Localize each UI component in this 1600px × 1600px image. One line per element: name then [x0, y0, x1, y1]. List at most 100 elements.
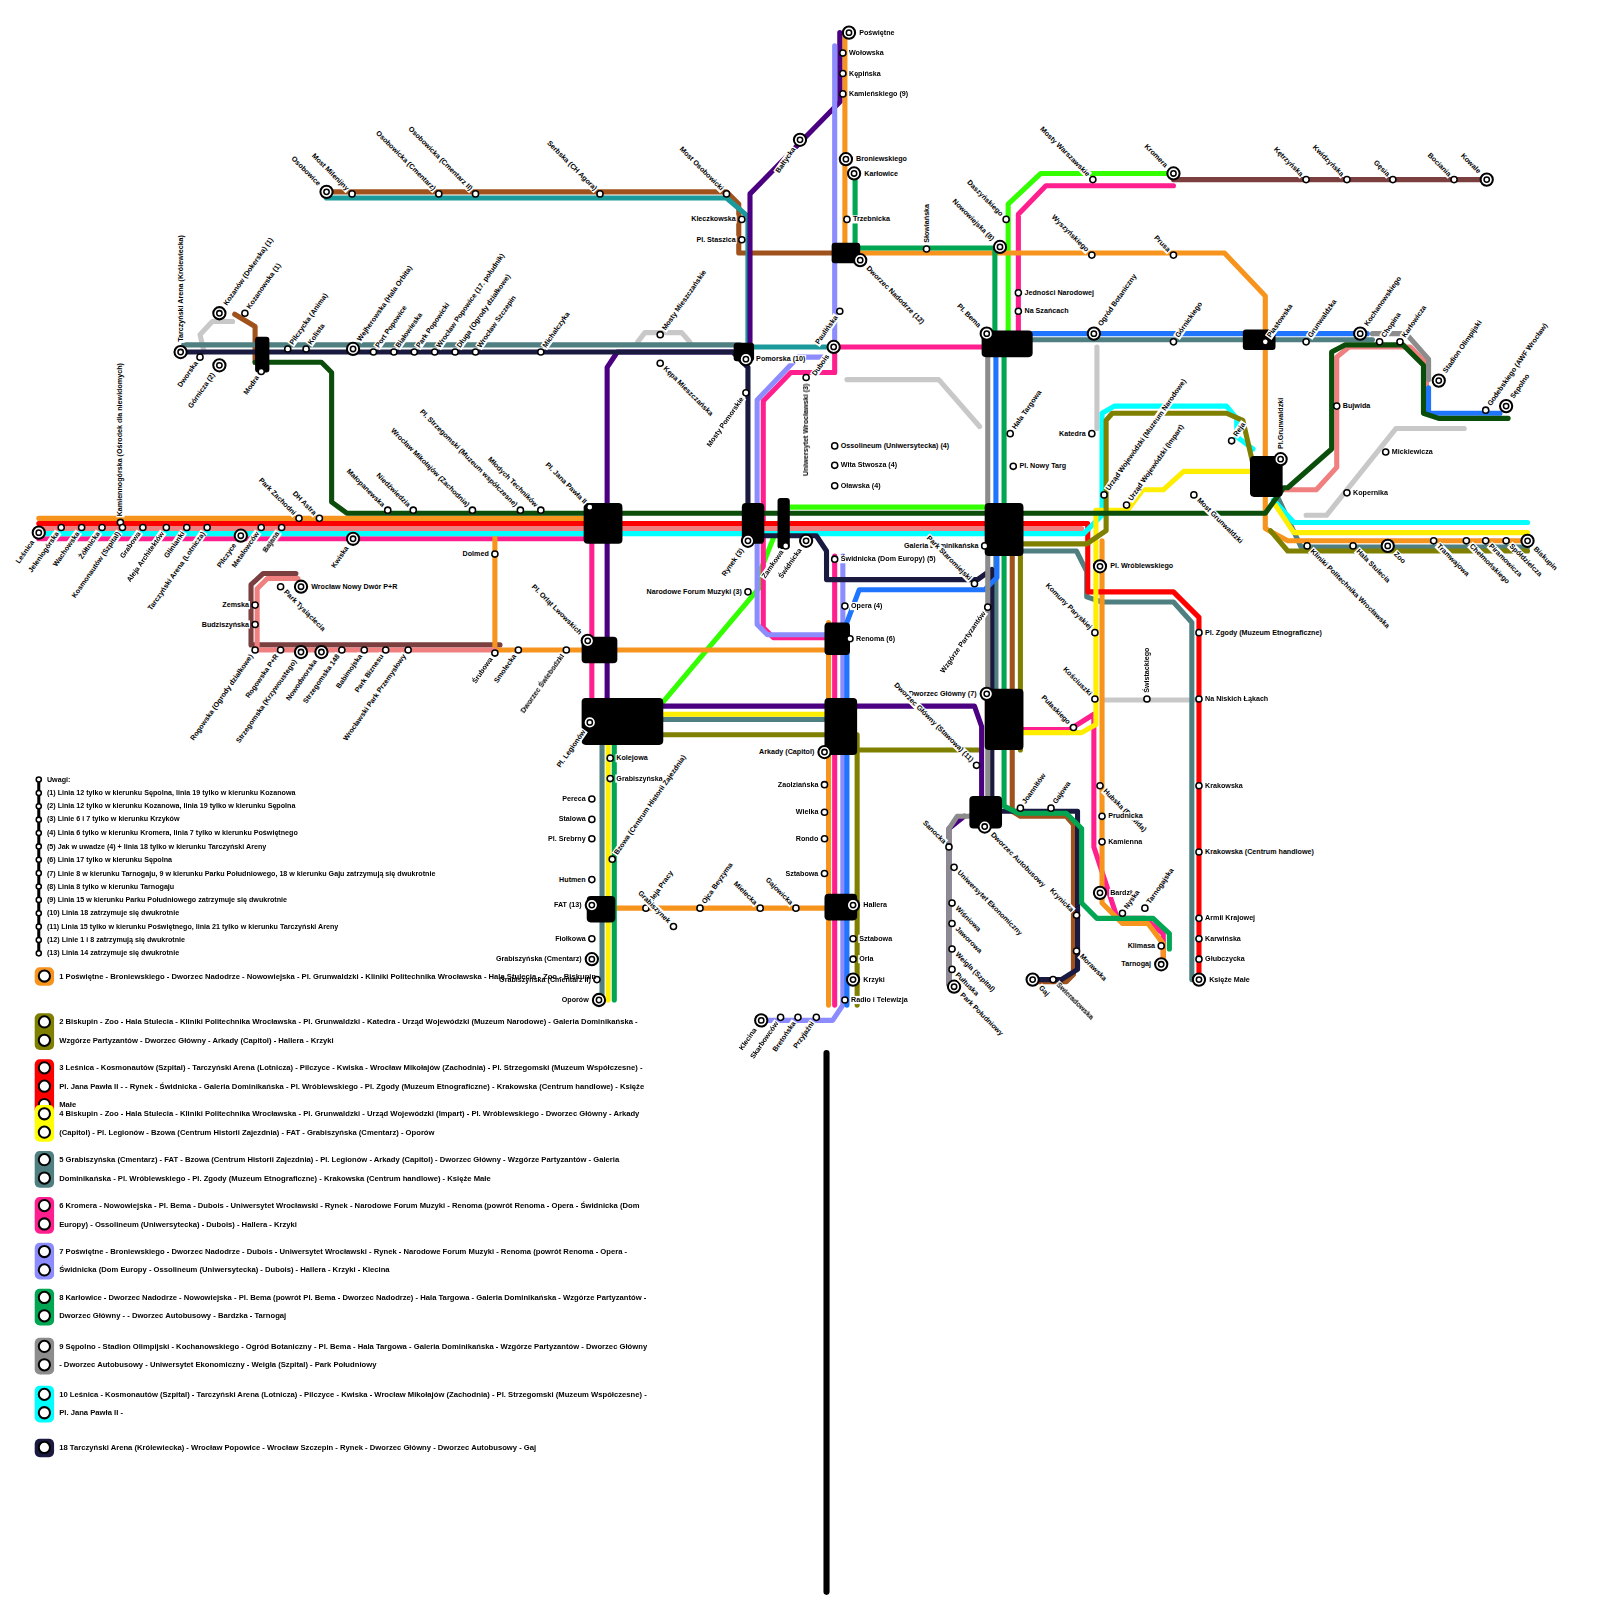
- stop-circle: [973, 762, 979, 768]
- stop-circle: [840, 91, 846, 97]
- stop-circle: [1262, 339, 1268, 345]
- stop-circle: [1073, 948, 1079, 954]
- station-name: Modra: [241, 373, 261, 397]
- stop-circle: [1377, 339, 1383, 345]
- station-name: Karłowice: [863, 169, 899, 177]
- station-name: Bociania: [1425, 151, 1453, 179]
- station-name: Pl.Grunwaldzki: [1277, 397, 1285, 450]
- stop-circle: [410, 507, 416, 513]
- stop-circle: [949, 900, 955, 906]
- stop-circle: [783, 543, 789, 549]
- station-name: Stalowa: [558, 815, 587, 823]
- stop-circle: [979, 820, 991, 832]
- stop-circle: [848, 167, 860, 179]
- stop-circle: [36, 817, 41, 822]
- ring-icon: [38, 1309, 51, 1322]
- stop-circle: [36, 884, 41, 889]
- stop-circle: [828, 341, 840, 353]
- stop-circle: [285, 346, 291, 352]
- station-name: Paulińska: [813, 313, 840, 347]
- stop-circle: [252, 647, 258, 653]
- stop-circle: [589, 796, 595, 802]
- station-name: Poświętne: [858, 29, 895, 37]
- stop-circle: [436, 191, 442, 197]
- stop-circle: [163, 524, 169, 530]
- station-name: Pl. Orląt Lwowskich: [529, 582, 584, 637]
- stop-circle: [843, 157, 848, 162]
- stop-circle: [821, 870, 827, 876]
- station-name: Dolmed: [462, 550, 490, 558]
- station-name: Dworzec Świebodzki: [519, 652, 567, 716]
- station-name: Kromera: [1142, 142, 1170, 170]
- stop-circle: [843, 27, 855, 39]
- stop-circle: [840, 153, 852, 165]
- station-name: Dworzec Główny (7): [908, 690, 978, 698]
- stop-circle: [370, 349, 376, 355]
- station-name: Tarnogaj: [1120, 960, 1152, 968]
- stop-circle: [949, 946, 955, 952]
- stop-circle: [997, 244, 1002, 249]
- stop-circle: [1354, 328, 1366, 340]
- stop-circle: [586, 953, 598, 965]
- station-name: Wołowska: [848, 49, 885, 57]
- legend-swatch: [35, 967, 54, 985]
- tram-line: [39, 347, 1427, 650]
- stop-circle: [985, 604, 991, 610]
- station-name: Głubczycka: [1204, 955, 1246, 963]
- station-name: Mosty Pomorskie: [705, 395, 747, 450]
- stop-circle: [832, 556, 838, 562]
- legend-swatch: [35, 1197, 54, 1234]
- stop-circle: [1092, 630, 1098, 636]
- stop-circle: [295, 646, 307, 658]
- station-name: Świeradowska: [1054, 980, 1096, 1022]
- station-name: Kamienna: [1107, 838, 1143, 846]
- extension-bar: [823, 1053, 829, 1592]
- stop-circle: [563, 647, 569, 653]
- station-name: Grabiszyńska: [615, 774, 664, 782]
- ring-icon: [38, 1153, 51, 1166]
- stop-circle: [851, 171, 856, 176]
- stop-circle: [1274, 453, 1286, 465]
- stop-circle: [1070, 724, 1076, 730]
- stop-circle: [1390, 177, 1396, 183]
- station-name: Grunwaldzka: [1306, 297, 1339, 340]
- stop-circle: [36, 911, 41, 916]
- stop-circle: [1142, 905, 1148, 911]
- stop-circle: [946, 844, 952, 850]
- stop-circle: [492, 551, 498, 557]
- station-name: Kopernika: [1352, 489, 1389, 497]
- stop-circle: [184, 524, 190, 530]
- station-name: Dworzec Autobusowy: [988, 830, 1048, 890]
- station-name: Bujwida: [1342, 402, 1371, 410]
- stop-circle: [319, 649, 324, 654]
- station-name: Opera (4): [850, 602, 883, 610]
- stop-circle: [296, 515, 302, 521]
- stop-circle: [383, 647, 389, 653]
- legend-text: 6 Kromera - Nowowiejska - Pl. Bema - Dub…: [59, 1197, 651, 1234]
- station-name: Smolecka: [492, 652, 519, 686]
- stop-circle: [850, 956, 856, 962]
- stop-circle: [847, 899, 859, 911]
- stop-circle: [821, 809, 827, 815]
- tram-line: [184, 340, 1528, 1000]
- stop-circle: [951, 864, 957, 870]
- stop-circle: [140, 524, 146, 530]
- stop-circle: [757, 905, 763, 911]
- stop-circle: [1196, 630, 1202, 636]
- stop-circle: [981, 688, 993, 700]
- stop-circle: [1101, 492, 1107, 498]
- stop-circle: [36, 871, 41, 876]
- stop-circle: [36, 897, 41, 902]
- stop-circle: [99, 524, 105, 530]
- station-name: Pl. Zgody (Muzeum Etnograficzne): [1204, 629, 1323, 637]
- stop-circle: [36, 777, 41, 782]
- station-name: Pomorska (10): [755, 355, 806, 363]
- stop-circle: [279, 524, 285, 530]
- station-name: Oławska (4): [840, 482, 882, 490]
- station-name: Krakowska: [1204, 782, 1244, 790]
- stop-circle: [174, 346, 186, 358]
- station-name: Rondo: [795, 835, 820, 843]
- stop-circle: [742, 535, 754, 547]
- stop-circle: [1525, 538, 1530, 543]
